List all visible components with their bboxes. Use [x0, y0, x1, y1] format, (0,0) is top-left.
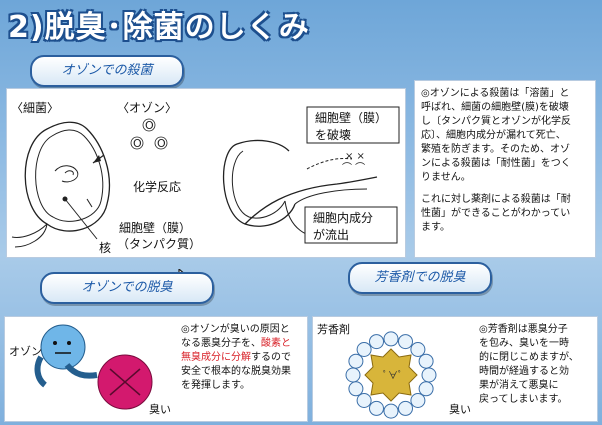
- bacterium-inner-wall: [35, 129, 104, 222]
- ozone-molecule: [40, 324, 86, 370]
- svg-text:⌒ ⌒: ⌒ ⌒: [342, 162, 365, 174]
- destroy-label-2: を破壊: [315, 128, 352, 142]
- fragrance-ball: [348, 353, 364, 369]
- fragrance-ball: [369, 400, 384, 416]
- section-label-sterilization: オゾンでの殺菌: [30, 55, 184, 87]
- destroy-label-1: 細胞壁（膜）: [315, 111, 388, 125]
- page-title: 2)脱臭･除菌のしくみ: [8, 10, 310, 45]
- fragrance-ball: [345, 367, 361, 383]
- fragrance-ball: [348, 381, 364, 397]
- fragrance-ball: [410, 342, 426, 357]
- bacterium-tail: [11, 223, 48, 248]
- fragrance-ball: [418, 353, 434, 369]
- destroyed-bacterium: [222, 139, 378, 227]
- explanation-p1: ◎オゾンによる殺菌は「溶菌」と 呼ばれ、細菌の細胞壁(膜)を破壊 し〔タンパク質…: [421, 88, 571, 183]
- sterilization-diagram-panel: O O O × × ⌒ ⌒ 〈細菌〉 〈オゾン〉 細胞壁（膜） （タンパク質） …: [6, 88, 406, 299]
- fragrance-ball: [398, 334, 413, 350]
- ozone-deodor-description: ◎オゾンが臭いの原因と なる悪臭分子を、酸素と 無臭成分に分解するので 安全で根…: [181, 324, 291, 391]
- fragrance-ball: [421, 367, 437, 383]
- ozone-deodor-panel: オゾン 臭い ◎オゾンが臭いの原因と なる悪臭分子を、酸素と 無臭成分に分解する…: [4, 316, 308, 422]
- fragrance-char-label: 芳香剤: [317, 323, 350, 336]
- fragrance-odor-label: 臭い: [449, 403, 471, 416]
- odor-core: [364, 348, 418, 402]
- sterilization-diagram: O O O × × ⌒ ⌒: [11, 106, 400, 248]
- ozone-label: 〈オゾン〉: [117, 101, 178, 115]
- fragrance-ball: [383, 331, 399, 347]
- fragrance-ball: [418, 381, 434, 397]
- svg-text:ﾟ∀ﾟ: ﾟ∀ﾟ: [383, 370, 403, 382]
- fragrance-ball: [398, 400, 413, 416]
- fragrance-description: ◎芳香剤は悪臭分子 を包み、臭いを一時 的に閉じこめますが、 時間が経過すると効…: [479, 324, 579, 405]
- ozone-char-label: オゾン: [9, 345, 42, 358]
- protein-label: （タンパク質）: [117, 237, 202, 251]
- section-label-ozone-deodor: オゾンでの脱臭: [40, 272, 214, 304]
- fragrance-ball: [383, 403, 399, 419]
- bacteria-label: 〈細菌〉: [11, 101, 60, 115]
- fragrance-ball: [410, 393, 426, 408]
- fragrance-ball: [356, 393, 372, 408]
- outflow-label-1: 細胞内成分: [313, 211, 374, 225]
- fragrance-illustration: ﾟ∀ﾟ: [345, 331, 437, 419]
- nucleus-label: 核: [99, 241, 112, 255]
- bacterium-outline: [24, 121, 111, 232]
- fragrance-ball: [369, 334, 384, 350]
- reaction-label: 化学反応: [133, 180, 182, 194]
- nucleus-shape: [54, 165, 79, 183]
- odor-char-label: 臭い: [149, 403, 171, 416]
- section-label-fragrance-deodor: 芳香剤での脱臭: [348, 262, 492, 294]
- ozone-o-left: O: [133, 137, 142, 150]
- sterilization-text-panel: ◎オゾンによる殺菌は「溶菌」と 呼ばれ、細菌の細胞壁(膜)を破壊 し〔タンパク質…: [414, 80, 596, 258]
- fragrance-ball: [356, 342, 372, 357]
- outflow-label-2: が流出: [313, 228, 350, 242]
- explanation-p2: これに対し薬剤による殺菌は「耐 性菌」ができることがわかってい ます。: [421, 194, 571, 233]
- ozone-o-right: O: [157, 137, 166, 150]
- wall-label: 細胞壁（膜）: [119, 221, 192, 235]
- svg-text:× ×: × ×: [345, 151, 365, 162]
- ozone-o-top: O: [145, 119, 154, 132]
- fragrance-deodor-panel: ﾟ∀ﾟ 芳香剤 臭い ◎芳香剤は悪臭分子 を包み、臭いを一時 的に閉じこめますが…: [312, 316, 598, 422]
- ozone-deodor-illustration: [34, 324, 153, 410]
